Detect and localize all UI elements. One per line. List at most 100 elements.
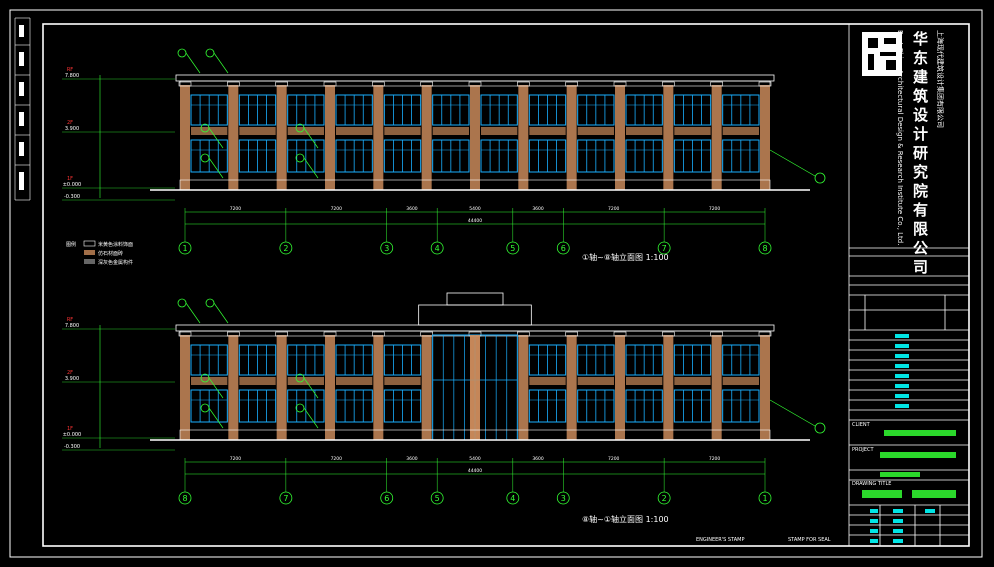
level-value: 3.900: [65, 376, 79, 382]
axis-bubble: [430, 491, 444, 505]
pilaster-cap: [613, 331, 627, 337]
legend-item-3: 深灰色金属构件: [98, 260, 134, 266]
pilaster: [228, 85, 239, 190]
pilaster: [276, 85, 287, 190]
leader-line: [303, 407, 319, 429]
material-tag: [205, 298, 215, 308]
pilaster-cap: [517, 331, 530, 337]
project-label: PROJECT: [852, 447, 874, 453]
pilaster-cap: [420, 331, 433, 337]
floor-tag: RF: [67, 67, 73, 73]
leader-line: [213, 52, 229, 74]
axis-bubble: [758, 241, 772, 255]
pilaster: [663, 85, 674, 190]
material-tag: [177, 298, 187, 308]
pilaster: [518, 335, 529, 440]
legend: [83, 240, 96, 264]
axis-bubble: [758, 491, 772, 505]
pilaster: [711, 85, 722, 190]
material-tag: [200, 153, 210, 163]
axis-number: 3: [384, 244, 389, 253]
axis-number: 8: [182, 494, 187, 503]
pilaster-cap: [323, 81, 337, 87]
pilaster: [615, 85, 625, 190]
axis-bubble: [279, 241, 293, 255]
spandrel: [577, 377, 614, 385]
pilaster-cap: [662, 81, 675, 87]
dimension-value: 7200: [709, 206, 721, 212]
pilaster-cap: [565, 331, 578, 337]
spandrel: [384, 127, 421, 135]
leader-line: [303, 157, 319, 179]
spandrel: [577, 127, 614, 135]
legend-item-1: 米黄色涂料饰面: [98, 242, 134, 248]
material-tag: [205, 48, 215, 58]
leader-line: [213, 302, 229, 324]
pilaster: [180, 85, 190, 190]
floor-tag: RF: [67, 317, 73, 323]
pilaster: [180, 335, 190, 440]
legend-item-2: 仿石材面砖: [98, 251, 124, 257]
spandrel: [191, 127, 228, 135]
company-name-cn: 华东建筑设计研究院有限公司: [913, 30, 929, 276]
axis-bubble: [380, 491, 394, 505]
spandrel: [529, 127, 566, 135]
pilaster: [711, 335, 722, 440]
pilaster-cap: [275, 331, 288, 337]
dimension-value: 7200: [230, 206, 242, 212]
left-margin-marks: [19, 25, 24, 190]
pilaster-cap: [710, 331, 723, 337]
pilaster-cap: [178, 81, 192, 87]
pilaster-cap: [372, 331, 385, 337]
company-logo: [862, 32, 902, 76]
dimension-value: 7200: [608, 206, 620, 212]
pilaster: [325, 85, 335, 190]
elevation-top-label: ①轴~⑧轴立面图 1:100: [582, 253, 669, 262]
spandrel: [336, 127, 373, 135]
dimension-value: 5400: [469, 456, 481, 462]
level-value: 3.900: [65, 126, 79, 132]
pilaster: [760, 85, 770, 190]
seal-stamp-label: STAMP FOR SEAL: [788, 537, 831, 543]
dimension-value: 3600: [406, 456, 418, 462]
dimension-value: 7200: [331, 456, 343, 462]
left-margin-strip: [14, 17, 31, 201]
axis-number: 6: [561, 244, 566, 253]
plinth: [179, 429, 771, 441]
pilaster-cap: [227, 81, 240, 87]
spandrel: [674, 127, 711, 135]
axis-bubble: [556, 241, 570, 255]
axis-number: 7: [662, 244, 667, 253]
pilaster: [663, 335, 674, 440]
axis-number: 2: [283, 244, 288, 253]
pilaster: [518, 85, 529, 190]
axis-number: 3: [561, 494, 566, 503]
spandrel: [722, 127, 759, 135]
engineer-stamp-label: ENGINEER'S STAMP: [696, 537, 745, 543]
pilaster-cap: [468, 81, 482, 87]
pilaster-cap: [227, 331, 240, 337]
pilaster-cap: [662, 331, 675, 337]
drawing-title-label: DRAWING TITLE: [852, 481, 892, 487]
client-label: CLIENT: [852, 422, 870, 428]
spandrel: [674, 377, 711, 385]
spandrel: [481, 127, 518, 135]
axis-bubble: [178, 491, 192, 505]
floor-tag: 1F: [67, 176, 73, 182]
leader-line: [769, 399, 816, 427]
pilaster: [373, 335, 384, 440]
company-name-en: East China Architectural Design & Resear…: [896, 30, 904, 246]
pilaster-cap: [420, 81, 433, 87]
outer-frame: [9, 9, 983, 558]
material-tag: [200, 403, 210, 413]
axis-bubble: [380, 241, 394, 255]
level-value: ±0.000: [63, 182, 82, 188]
leader-line: [208, 127, 224, 149]
legend-swatch-3: [84, 259, 95, 264]
axis-bubble: [506, 241, 520, 255]
dimension-value: 3600: [532, 206, 544, 212]
floor-tag: 1F: [67, 426, 73, 432]
title-block: [848, 24, 969, 546]
legend-title: 图例: [66, 242, 77, 248]
